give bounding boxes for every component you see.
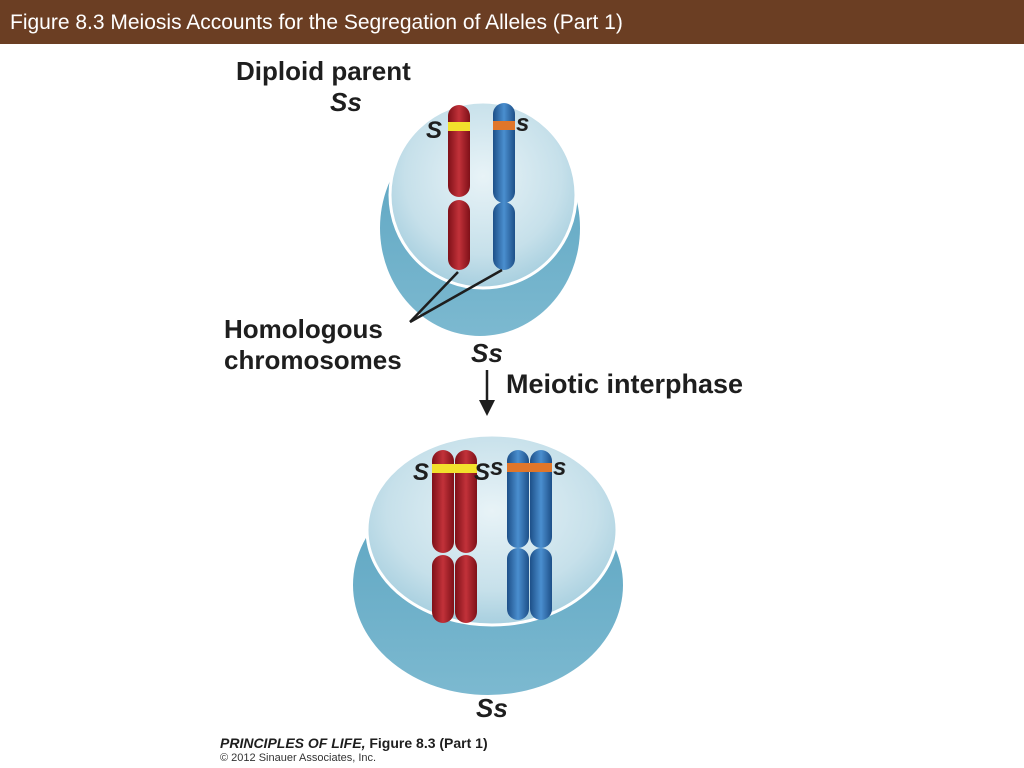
allele-s-band (493, 121, 515, 130)
figure-ref: Figure 8.3 (Part 1) (369, 735, 488, 751)
blue-chromosome (493, 103, 515, 270)
top-allele-S-label: S (426, 117, 443, 144)
slide-title: Figure 8.3 Meiosis Accounts for the Segr… (10, 11, 623, 34)
down-arrow-icon (479, 370, 495, 416)
red-chromosome-arm-upper (448, 105, 470, 197)
homologous-label-line1: Homologous (224, 314, 383, 344)
book-title: PRINCIPLES OF LIFE, (220, 735, 366, 751)
meiotic-interphase-label: Meiotic interphase (506, 369, 744, 399)
allele-S-band (448, 122, 470, 131)
bottom-genotype-label: Ss (476, 693, 508, 723)
red-sister-chromatids (432, 450, 477, 623)
pointer-line-red (409, 271, 459, 323)
copyright-notice: © 2012 Sinauer Associates, Inc. (220, 752, 377, 764)
parent-cell-top (388, 100, 578, 290)
top-allele-s-label: s (516, 110, 530, 137)
diploid-parent-label: Diploid parent (236, 56, 411, 86)
mid-genotype-label: Ss (471, 338, 503, 368)
blue-chromosome-arm-lower (493, 202, 515, 270)
bottom-allele-s-left: s (490, 454, 504, 481)
bottom-allele-s-right: s (553, 454, 567, 481)
interphase-cell (353, 433, 623, 695)
parent-genotype-label: Ss (330, 87, 362, 117)
blue-sister-chromatids (507, 450, 552, 620)
bottom-allele-S-left: S (413, 459, 430, 486)
footer-credit: PRINCIPLES OF LIFE, Figure 8.3 (Part 1) (220, 735, 488, 751)
blue-chromosome-arm-upper (493, 103, 515, 203)
interphase-cell-top (365, 433, 619, 627)
red-chromosome-arm-lower (448, 200, 470, 270)
parent-cell (380, 100, 580, 336)
red-chromosome (448, 105, 470, 270)
title-bar: Figure 8.3 Meiosis Accounts for the Segr… (0, 0, 1024, 44)
allele-s-band (507, 463, 552, 472)
allele-S-band (432, 464, 477, 473)
homologous-label-line2: chromosomes (224, 345, 402, 375)
bottom-allele-S-right: S (474, 459, 491, 486)
pointer-line-blue (409, 268, 503, 324)
